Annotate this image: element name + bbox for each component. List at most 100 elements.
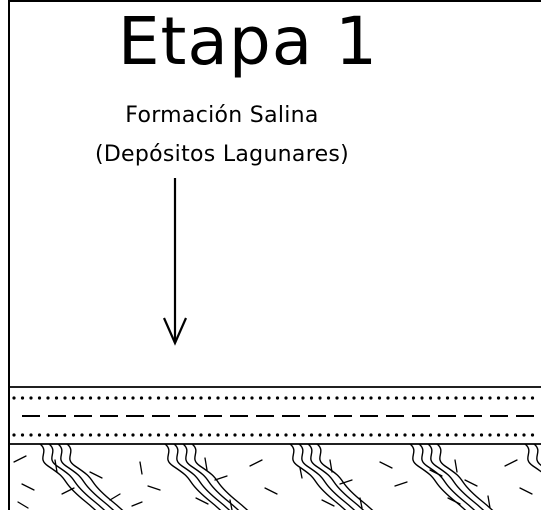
- pattern-dot: [216, 433, 220, 437]
- basement-stroke: [54, 459, 58, 473]
- pattern-dot: [284, 396, 288, 400]
- basement-stroke: [131, 501, 143, 507]
- pattern-dot: [88, 433, 93, 437]
- pattern-dot: [394, 396, 399, 400]
- pattern-dot: [241, 433, 246, 437]
- basement-stroke: [339, 479, 353, 485]
- pattern-dot: [63, 396, 67, 400]
- basement-stroke: [61, 487, 75, 495]
- pattern-dot: [207, 396, 212, 400]
- pattern-dot: [190, 433, 195, 437]
- pattern-dot: [88, 396, 93, 400]
- basement-pattern: [13, 444, 541, 510]
- pattern-dot: [233, 396, 237, 400]
- basement-stroke: [519, 487, 533, 495]
- pattern-dot: [386, 433, 390, 437]
- pattern-dot: [173, 396, 178, 400]
- basement-stroke: [249, 459, 263, 467]
- pattern-dot: [377, 396, 382, 400]
- basement-stroke: [164, 444, 222, 510]
- pattern-dot: [369, 433, 373, 437]
- basement-stroke: [191, 444, 249, 510]
- pattern-dot: [488, 396, 492, 400]
- pattern-dot: [20, 396, 25, 400]
- basement-stroke: [504, 459, 518, 467]
- basement-stroke: [139, 461, 143, 475]
- pattern-dot: [420, 433, 424, 437]
- pattern-dot: [394, 433, 399, 437]
- pattern-dot: [139, 433, 144, 437]
- pattern-dot: [258, 396, 263, 400]
- basement-stroke: [427, 444, 485, 510]
- pattern-dot: [182, 396, 186, 400]
- basement-stroke: [298, 444, 356, 510]
- pattern-dot: [428, 433, 433, 437]
- pattern-dot: [428, 396, 433, 400]
- pattern-dot: [284, 433, 288, 437]
- pattern-dot: [343, 433, 348, 437]
- pattern-dot: [250, 433, 254, 437]
- pattern-dot: [488, 433, 492, 437]
- basement-stroke: [429, 469, 443, 477]
- pattern-dot: [46, 396, 50, 400]
- pattern-dot: [505, 433, 509, 437]
- basement-stroke: [57, 444, 115, 510]
- pattern-dot: [530, 433, 535, 437]
- basement-stroke: [307, 444, 365, 510]
- pattern-dot: [522, 396, 526, 400]
- pattern-dot: [80, 433, 84, 437]
- basement-stroke: [487, 495, 491, 509]
- basement-stroke: [321, 499, 335, 507]
- pattern-dot: [318, 396, 322, 400]
- pattern-dot: [318, 433, 322, 437]
- pattern-dot: [479, 433, 484, 437]
- pattern-dot: [360, 433, 365, 437]
- basement-stroke: [533, 444, 541, 467]
- pattern-dot: [122, 433, 127, 437]
- pattern-dot: [37, 396, 42, 400]
- basement-stroke: [21, 483, 35, 491]
- pattern-dot: [420, 396, 424, 400]
- basement-stroke: [66, 444, 124, 510]
- pattern-dot: [12, 433, 16, 437]
- pattern-dot: [46, 433, 50, 437]
- arrow-head: [162, 317, 188, 346]
- pattern-dot: [258, 433, 263, 437]
- pattern-dot: [216, 396, 220, 400]
- pattern-dot: [250, 396, 254, 400]
- pattern-dot: [462, 433, 467, 437]
- pattern-dot: [131, 433, 135, 437]
- pattern-dot: [479, 396, 484, 400]
- pattern-dot: [131, 396, 135, 400]
- pattern-dot: [105, 396, 110, 400]
- pattern-dot: [309, 396, 314, 400]
- basement-stroke: [229, 499, 233, 510]
- pattern-dot: [173, 433, 178, 437]
- pattern-dot: [71, 396, 76, 400]
- pattern-dot: [97, 433, 101, 437]
- basement-stroke: [39, 444, 97, 510]
- basement-stroke: [182, 444, 240, 510]
- pattern-dot: [462, 396, 467, 400]
- pattern-dot: [445, 433, 450, 437]
- pattern-dot: [199, 433, 203, 437]
- basement-stroke: [329, 459, 333, 473]
- basement-stroke: [204, 457, 208, 471]
- pattern-dot: [471, 433, 475, 437]
- pattern-dot: [71, 433, 76, 437]
- pattern-dot: [148, 396, 152, 400]
- pattern-dot: [522, 433, 526, 437]
- pattern-dot: [377, 433, 382, 437]
- pattern-dot: [292, 433, 297, 437]
- pattern-dot: [326, 396, 331, 400]
- pattern-dot: [156, 396, 161, 400]
- pattern-dot: [352, 396, 356, 400]
- pattern-dot: [275, 396, 280, 400]
- pattern-dot: [386, 396, 390, 400]
- pattern-dot: [513, 396, 518, 400]
- pattern-dot: [335, 396, 339, 400]
- pattern-dot: [182, 433, 186, 437]
- basement-stroke: [147, 485, 161, 491]
- pattern-dot: [54, 396, 59, 400]
- pattern-dot: [513, 433, 518, 437]
